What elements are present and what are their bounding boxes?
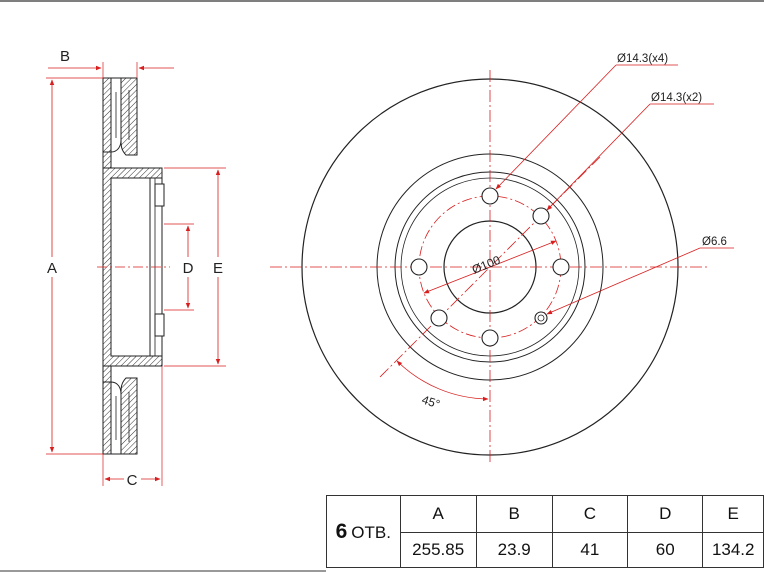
header-a: A bbox=[399, 495, 477, 533]
bolt-hole-top bbox=[481, 187, 499, 205]
dim-c-label: C bbox=[127, 472, 138, 489]
callout-hole-2-label: Ø14.3(x2) bbox=[651, 92, 702, 104]
dim-a-label-bg bbox=[45, 257, 59, 277]
value-a: 255.85 bbox=[399, 532, 477, 568]
pcd-label: Ø100 bbox=[470, 253, 503, 277]
dim-b-label: B bbox=[60, 48, 70, 65]
locating-hole-inner bbox=[537, 314, 545, 322]
bolt-hole-top-right bbox=[532, 207, 550, 225]
hat-section bbox=[102, 167, 163, 367]
ring-bottom-inner-plate bbox=[102, 381, 112, 455]
value-c: 41 bbox=[551, 532, 629, 568]
spec-table-value-row: 255.85 23.9 41 60 134.2 bbox=[327, 532, 764, 568]
header-e: E bbox=[702, 495, 764, 533]
stud-hole-bottom bbox=[154, 313, 165, 337]
callout-hole-4-label: Ø14.3(x4) bbox=[617, 53, 668, 65]
angle-label: 45° bbox=[420, 393, 442, 412]
angle-arc bbox=[396, 360, 489, 402]
callout-small-hole-label: Ø6.6 bbox=[702, 236, 727, 248]
bolt-hole-left bbox=[410, 258, 428, 276]
holes-count-value: 6 bbox=[335, 519, 348, 543]
dim-d-label-bg bbox=[180, 257, 196, 277]
dim-d-label: D bbox=[183, 260, 194, 277]
header-b: B bbox=[475, 495, 553, 533]
dim-e-label-bg bbox=[210, 257, 226, 277]
bolt-hole-right bbox=[552, 258, 570, 276]
hat-bottom-neck bbox=[102, 365, 112, 383]
value-d: 60 bbox=[627, 532, 704, 568]
header-d: D bbox=[627, 495, 704, 533]
front-view: Ø14.3(x4) Ø14.3(x2) Ø6.6 Ø100 45° bbox=[270, 53, 734, 465]
dim-a-label: A bbox=[47, 260, 57, 277]
holes-count-unit: ОТВ. bbox=[351, 522, 391, 542]
pcd-dimension-line bbox=[423, 240, 557, 294]
stud-hole-top bbox=[154, 183, 165, 207]
dim-e-label: E bbox=[213, 260, 223, 277]
ring-top-inner-plate bbox=[102, 77, 112, 153]
header-c: C bbox=[551, 495, 629, 533]
value-b: 23.9 bbox=[475, 532, 553, 568]
bolt-hole-bottom-left bbox=[430, 309, 448, 327]
dim-c-label-bg bbox=[124, 470, 141, 488]
callout-hole-2-leader bbox=[546, 103, 651, 211]
bolt-hole-bottom bbox=[481, 329, 499, 347]
callout-hole-4-leader bbox=[495, 64, 617, 190]
hat-top-neck bbox=[102, 151, 112, 169]
callout-small-hole-leader bbox=[546, 247, 701, 315]
value-e: 134.2 bbox=[702, 532, 764, 568]
side-section-view: A B C D E bbox=[45, 48, 226, 489]
